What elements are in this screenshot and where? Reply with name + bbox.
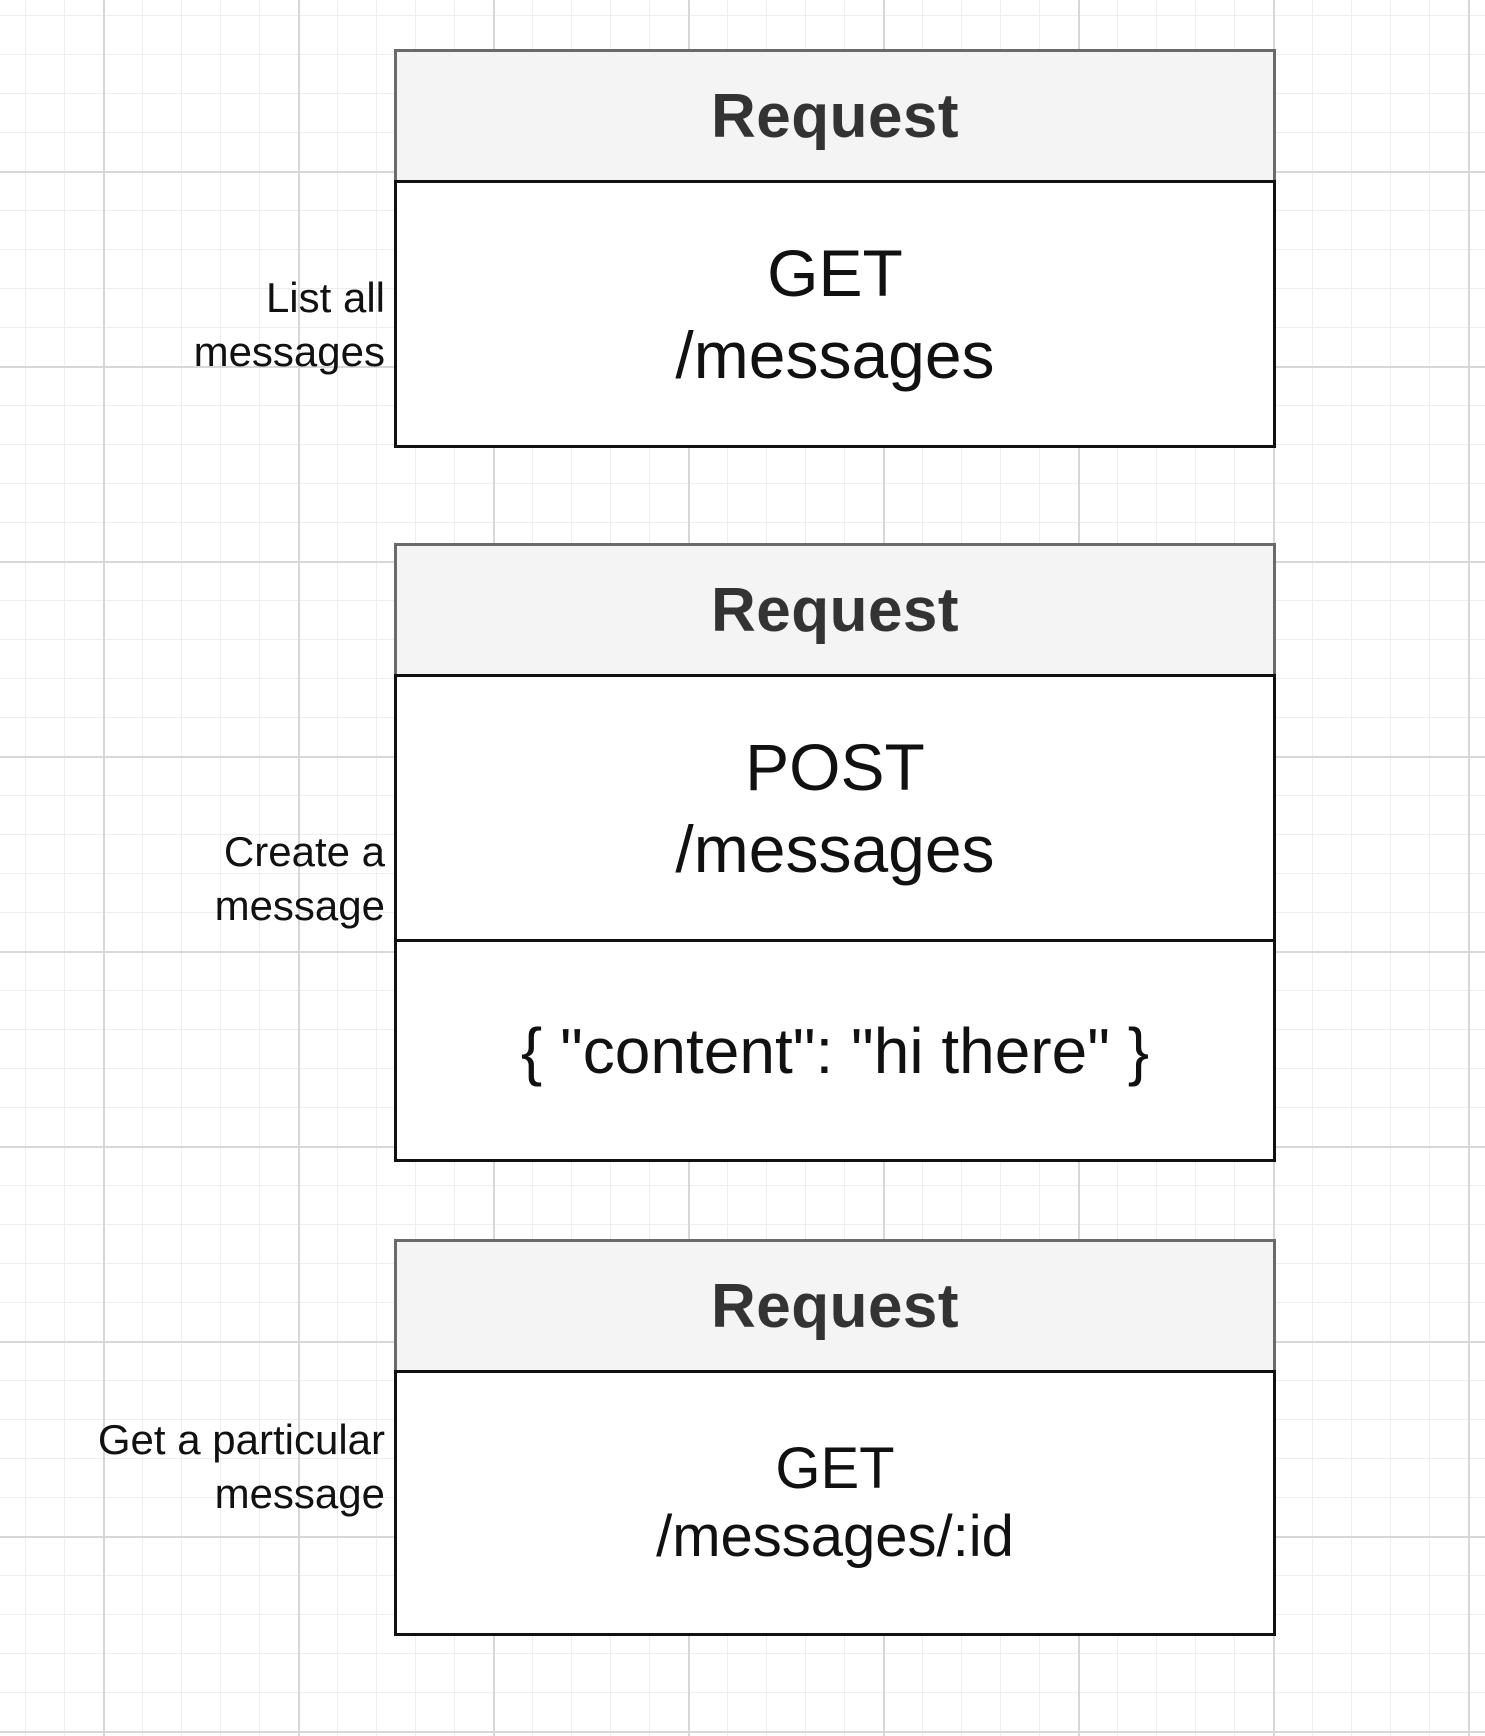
label-create-message: Create a message [215, 825, 385, 933]
label-line: message [214, 1470, 385, 1517]
label-line: messages [193, 328, 385, 375]
request-path: /messages [675, 812, 995, 886]
request-line: POST /messages [394, 674, 1276, 942]
label-line: message [214, 882, 385, 929]
request-body: { "content": "hi there" } [394, 939, 1276, 1162]
request-line: GET /messages/:id [394, 1370, 1276, 1636]
request-card-create-message: Request POST /messages { "content": "hi … [394, 543, 1276, 1162]
label-list-all-messages: List all messages [194, 271, 385, 379]
request-path: /messages/:id [656, 1504, 1014, 1569]
label-line: List all [265, 274, 385, 321]
http-method: GET [775, 1436, 895, 1501]
label-line: Create a [223, 828, 385, 875]
request-card-get-message: Request GET /messages/:id [394, 1239, 1276, 1636]
http-method: POST [745, 730, 925, 804]
http-method: GET [767, 236, 903, 310]
request-header: Request [394, 543, 1276, 677]
label-get-particular-message: Get a particular message [98, 1413, 385, 1521]
request-path: /messages [675, 318, 995, 392]
request-body-json: { "content": "hi there" } [520, 1014, 1150, 1087]
request-card-list-messages: Request GET /messages [394, 49, 1276, 448]
request-header: Request [394, 49, 1276, 183]
request-header: Request [394, 1239, 1276, 1373]
label-line: Get a particular [97, 1416, 385, 1463]
request-line: GET /messages [394, 180, 1276, 448]
